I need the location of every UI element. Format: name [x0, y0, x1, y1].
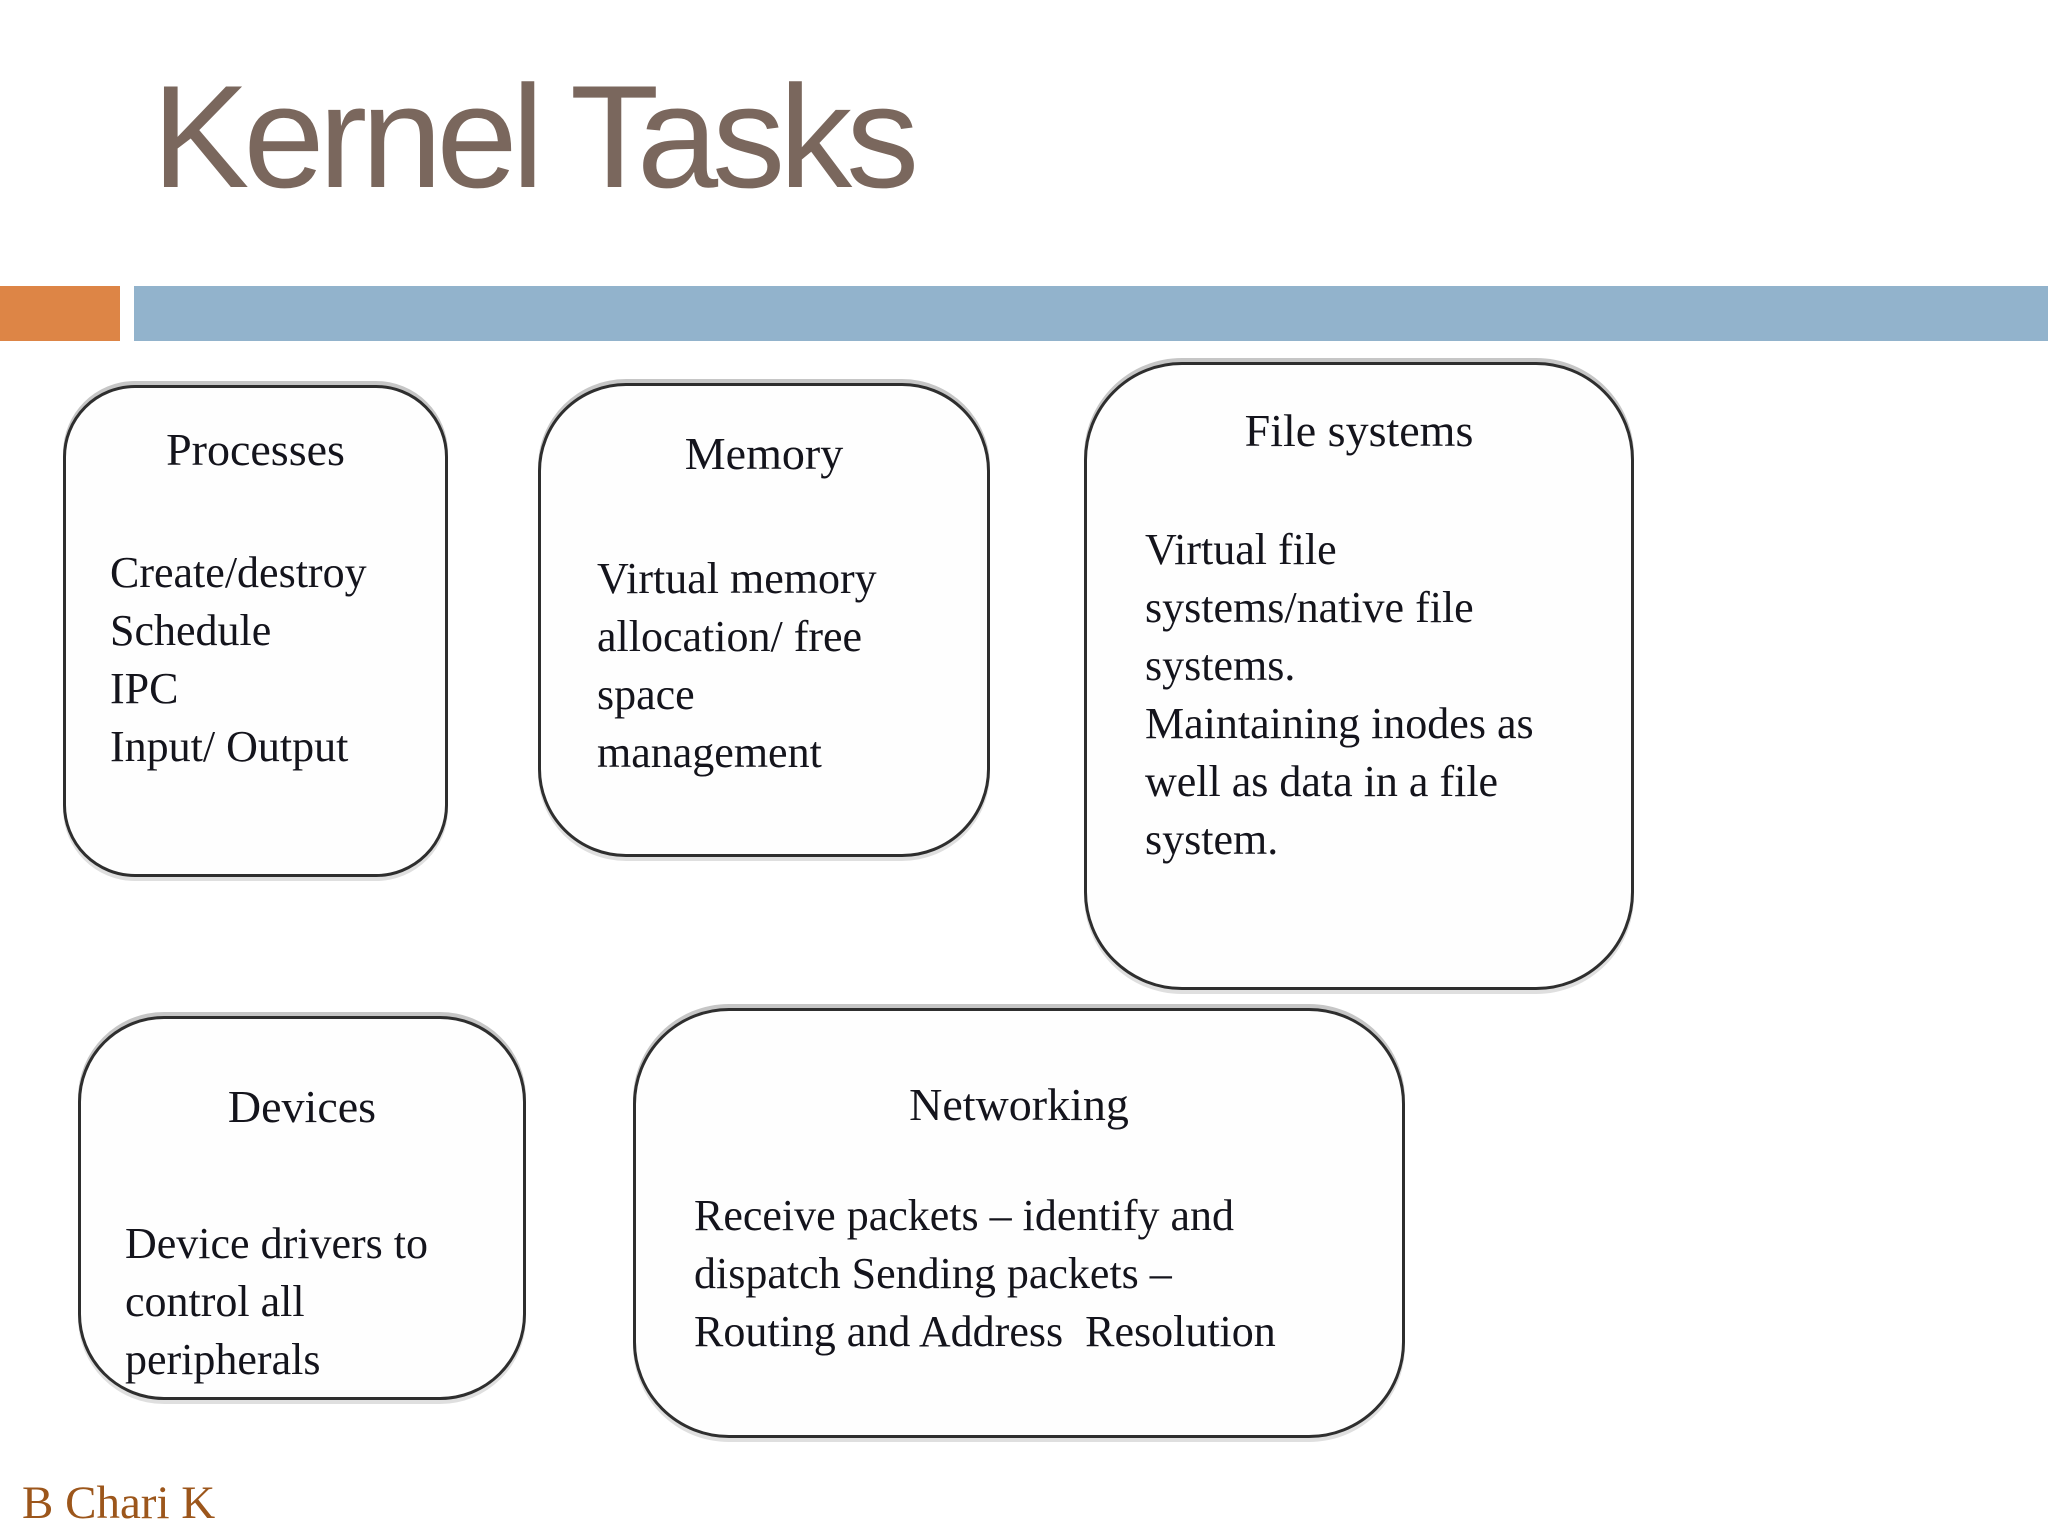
task-box-processes: Processes Create/destroy Schedule IPC In…	[63, 385, 448, 877]
box-body-devices: Device drivers to control all peripheral…	[125, 1218, 428, 1384]
blue-accent-bar	[134, 286, 2048, 341]
box-body-processes: Create/destroy Schedule IPC Input/ Outpu…	[110, 547, 367, 772]
box-title-networking: Networking	[909, 1079, 1129, 1130]
box-body-networking: Receive packets – identify and dispatch …	[694, 1190, 1276, 1356]
task-box-devices: Devices Device drivers to control all pe…	[78, 1016, 526, 1400]
box-title-file-systems: File systems	[1244, 405, 1474, 456]
task-box-memory: Memory Virtual memory allocation/ free s…	[538, 383, 990, 857]
box-body-memory: Virtual memory allocation/ free space ma…	[597, 553, 877, 778]
orange-accent-bar	[0, 286, 120, 341]
box-title-devices: Devices	[227, 1081, 377, 1132]
task-box-networking: Networking Receive packets – identify an…	[633, 1008, 1405, 1438]
box-title-memory: Memory	[684, 428, 844, 479]
task-box-file-systems: File systems Virtual file systems/native…	[1084, 362, 1634, 990]
box-body-file-systems: Virtual file systems/native file systems…	[1145, 524, 1534, 865]
box-title-processes: Processes	[166, 424, 345, 475]
author-credit: B Chari K	[22, 1477, 216, 1529]
page-title: Kernel Tasks	[152, 55, 919, 218]
